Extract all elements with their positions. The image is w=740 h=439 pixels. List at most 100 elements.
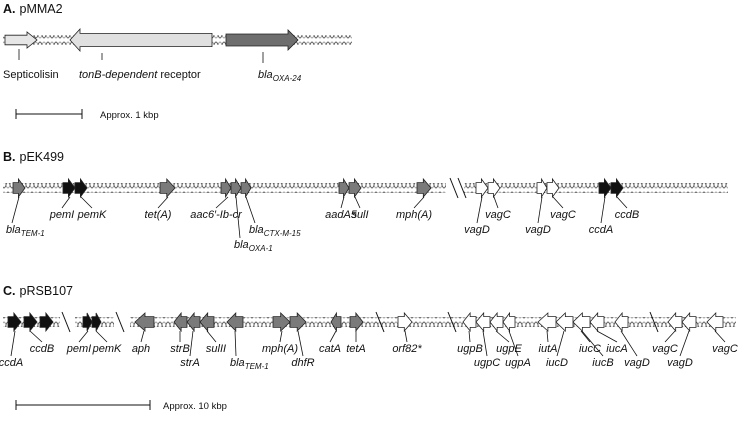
prsb107-gene-arrow <box>667 311 683 333</box>
pek499-gene-arrow <box>536 177 548 199</box>
bla-oxa24-gene-arrow <box>225 29 299 51</box>
septicolisin-gene-arrow <box>4 31 38 49</box>
leader-line <box>80 196 93 209</box>
leader-line <box>297 330 304 357</box>
pek499-gene-arrow <box>416 177 432 199</box>
label-prsb107-gene: dhfR <box>291 357 314 369</box>
leader-line <box>600 196 606 224</box>
label-prsb107-gene: iucD <box>546 357 568 369</box>
label-tonb-receptor: tonB-dependent receptor <box>79 69 201 81</box>
panel-b-title: pEK499 <box>20 150 65 164</box>
label-prsb107-gene: pemK <box>92 343 122 355</box>
leader-line <box>620 330 638 357</box>
leader-line <box>206 330 217 343</box>
label-prsb107-gene: sulII <box>206 343 226 355</box>
panel-a-heading: A. pMMA2 <box>3 2 63 16</box>
prsb107-gene-arrow <box>537 312 557 332</box>
leader-line <box>679 330 690 357</box>
label-prsb107-gene: vagC <box>712 343 738 355</box>
sequence-break-marks <box>61 177 659 333</box>
label-pek499-gene: sulI <box>351 209 368 221</box>
prsb107-gene-arrow <box>226 312 244 332</box>
break-mark <box>447 311 457 333</box>
label-prsb107-gene: ugpE <box>496 343 522 355</box>
pek499-gene-arrow <box>546 177 560 199</box>
prsb107-gene-arrow <box>289 312 307 332</box>
leader-line <box>714 330 726 343</box>
label-prsb107-gene: tetA <box>346 343 366 355</box>
label-pek499-gene: blaTEM-1 <box>6 224 45 238</box>
label-pek499-gene: vagC <box>550 209 576 221</box>
prsb107-gene-arrow <box>272 312 291 332</box>
svg-text:A.pMMA2: A. pMMA2 <box>3 2 63 16</box>
label-pek499-gene: ccdB <box>615 209 639 221</box>
break-mark <box>375 311 385 333</box>
leader-line <box>508 330 519 357</box>
prsb107-gene-arrow <box>91 312 102 332</box>
label-prsb107-gene: ugpC <box>474 357 500 369</box>
pek499-gene-arrow <box>475 177 489 199</box>
prsb107-gene-arrow <box>681 311 697 333</box>
leader-line <box>404 330 408 343</box>
svg-text:C.pRSB107: C.pRSB107 <box>3 284 73 298</box>
prsb107-gene-arrow <box>349 311 364 333</box>
leader-line <box>495 330 510 343</box>
leader-line <box>61 196 71 209</box>
panel-c-title: pRSB107 <box>20 284 74 298</box>
scale-label-10kbp: Approx. 10 kbp <box>163 401 227 412</box>
label-pek499-gene: mph(A) <box>396 209 432 221</box>
label-prsb107-gene: iucA <box>606 343 627 355</box>
label-prsb107-gene: ugpB <box>457 343 483 355</box>
leader-line <box>10 330 16 357</box>
leader-line <box>546 330 549 343</box>
leader-line <box>552 196 564 209</box>
leader-line <box>493 196 499 209</box>
panel-a-title: pMMA2 <box>20 2 63 16</box>
label-prsb107-gene: strA <box>180 357 200 369</box>
pek499-gene-arrow <box>598 177 612 199</box>
label-prsb107-gene: ugpA <box>505 357 531 369</box>
leader-line <box>329 330 337 343</box>
label-pek499-gene: tet(A) <box>145 209 172 221</box>
label-pek499-gene: ccdA <box>589 224 613 236</box>
label-prsb107-gene: orf82* <box>392 343 422 355</box>
pek499-gene-arrow <box>348 177 362 199</box>
scale-label-1kbp: Approx. 1 kbp <box>100 110 159 121</box>
prsb107-gene-arrow <box>39 311 54 333</box>
leader-line <box>245 196 256 224</box>
leader-line <box>664 330 676 343</box>
prsb107-gene-arrow <box>589 311 605 333</box>
leader-line <box>29 330 43 343</box>
label-pek499-gene: vagD <box>464 224 490 236</box>
pek499-gene-arrow <box>338 177 350 199</box>
break-mark <box>649 311 659 333</box>
gene-arrows <box>4 27 724 333</box>
leader-line <box>340 196 345 209</box>
label-leader-lines <box>10 49 726 357</box>
label-prsb107-gene: vagC <box>652 343 678 355</box>
leader-line <box>215 196 229 209</box>
prsb107-gene-arrow <box>173 311 188 333</box>
label-prsb107-gene: catA <box>319 343 341 355</box>
prsb107-gene-arrow <box>475 311 491 333</box>
prsb107-gene-arrow <box>489 311 504 333</box>
backbone-prsb107-segment <box>130 317 736 327</box>
label-pek499-gene: blaCTX-M-15 <box>249 224 301 238</box>
prsb107-gene-arrow <box>462 311 477 333</box>
leader-line <box>580 330 591 343</box>
prsb107-gene-arrow <box>614 311 629 333</box>
prsb107-gene-arrow <box>397 311 413 333</box>
label-pek499-gene: vagC <box>485 209 511 221</box>
prsb107-gene-arrow <box>186 311 201 333</box>
pek499-gene-arrow <box>12 177 26 199</box>
label-pek499-gene: aac6′-Ib-cr <box>190 209 243 221</box>
label-prsb107-gene: iucB <box>592 357 613 369</box>
prsb107-gene-arrow <box>706 312 724 332</box>
label-septicolisin: Septicolisin <box>3 69 59 81</box>
label-prsb107-gene: mph(A) <box>262 343 298 355</box>
break-mark <box>115 311 125 333</box>
leader-line <box>468 330 471 343</box>
leader-line <box>140 330 145 343</box>
panel-a-letter: A. <box>3 2 16 16</box>
